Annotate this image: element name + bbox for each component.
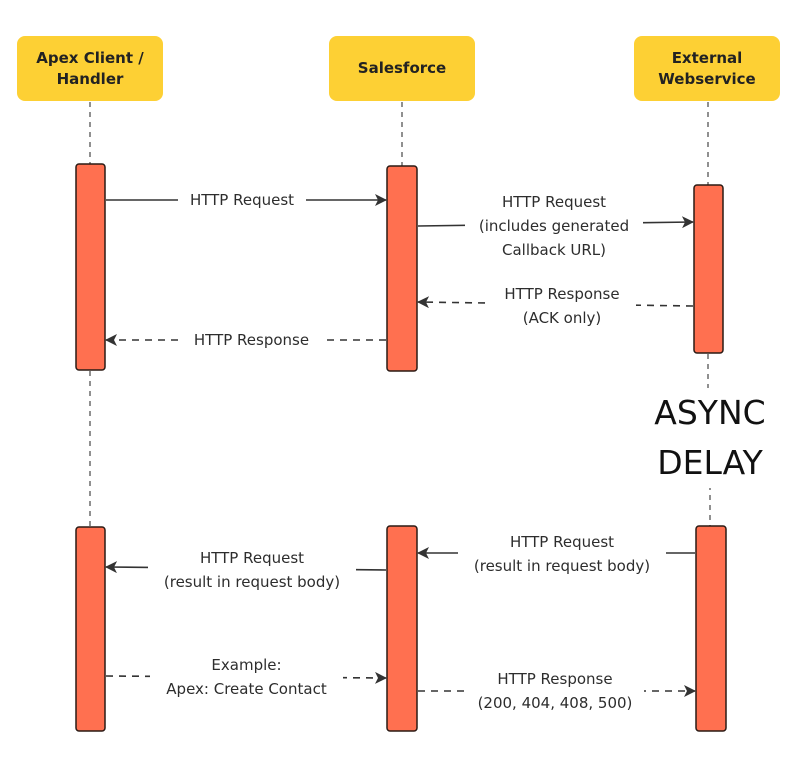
activation-external-1: [693, 184, 724, 354]
actor-salesforce-label: Salesforce: [357, 59, 447, 77]
msg-7-label: Example: Apex: Create Contact: [150, 653, 343, 701]
msg-1-label: HTTP Request: [178, 188, 306, 212]
activation-apex-2: [75, 526, 106, 732]
msg-2-label: HTTP Request (includes generated Callbac…: [465, 190, 643, 262]
activation-apex-1: [75, 163, 106, 371]
msg-3-arrow: [417, 296, 694, 309]
activation-salesforce-1: [386, 165, 418, 372]
actor-external-webservice-label: External Webservice: [658, 48, 756, 88]
activation-salesforce-2: [386, 525, 418, 732]
actor-salesforce: Salesforce: [329, 36, 475, 101]
msg-3-label: HTTP Response (ACK only): [488, 282, 636, 330]
msg-8-label: HTTP Response (200, 404, 408, 500): [466, 667, 644, 715]
activation-external-2: [695, 525, 727, 732]
actor-apex-client: Apex Client / Handler: [17, 36, 163, 101]
actor-external-webservice: External Webservice: [634, 36, 780, 101]
msg-5-label: HTTP Request (result in request body): [458, 530, 666, 578]
msg-4-label: HTTP Response: [180, 328, 323, 352]
msg-6-label: HTTP Request (result in request body): [148, 546, 356, 594]
actor-apex-client-label: Apex Client / Handler: [36, 48, 144, 88]
async-delay-note: ASYNC DELAY: [640, 388, 780, 488]
